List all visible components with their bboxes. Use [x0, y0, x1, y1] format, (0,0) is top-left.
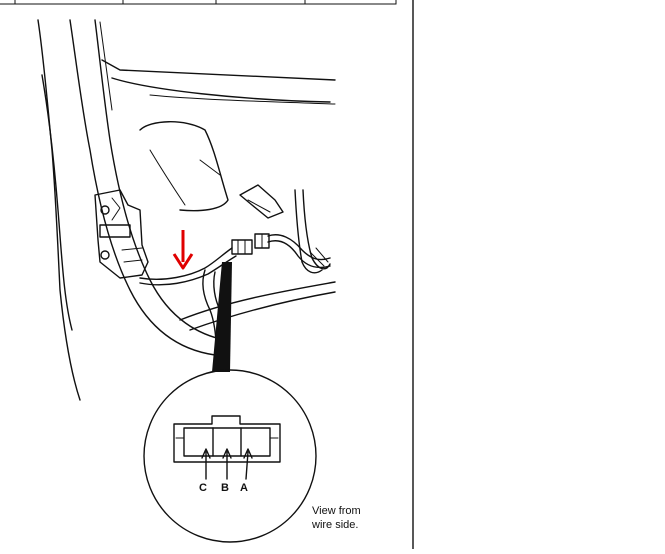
wire-harness [139, 234, 331, 346]
door-panel [37, 19, 336, 401]
door-latch [94, 189, 149, 279]
pin-label-c: C [199, 482, 207, 494]
caption-line-1: View from [312, 505, 361, 517]
connector-detail-circle [143, 369, 317, 543]
caption-line-2: wire side. [311, 519, 358, 531]
pin-label-a: A [240, 482, 248, 494]
red-arrow-icon [172, 230, 194, 270]
pin-label-b: B [221, 482, 229, 494]
connector-face [173, 415, 281, 463]
pin-pointer-arrows [201, 448, 253, 480]
table-fragment [0, 0, 397, 5]
callout-pointer [212, 262, 232, 372]
harness-connector [231, 233, 270, 255]
